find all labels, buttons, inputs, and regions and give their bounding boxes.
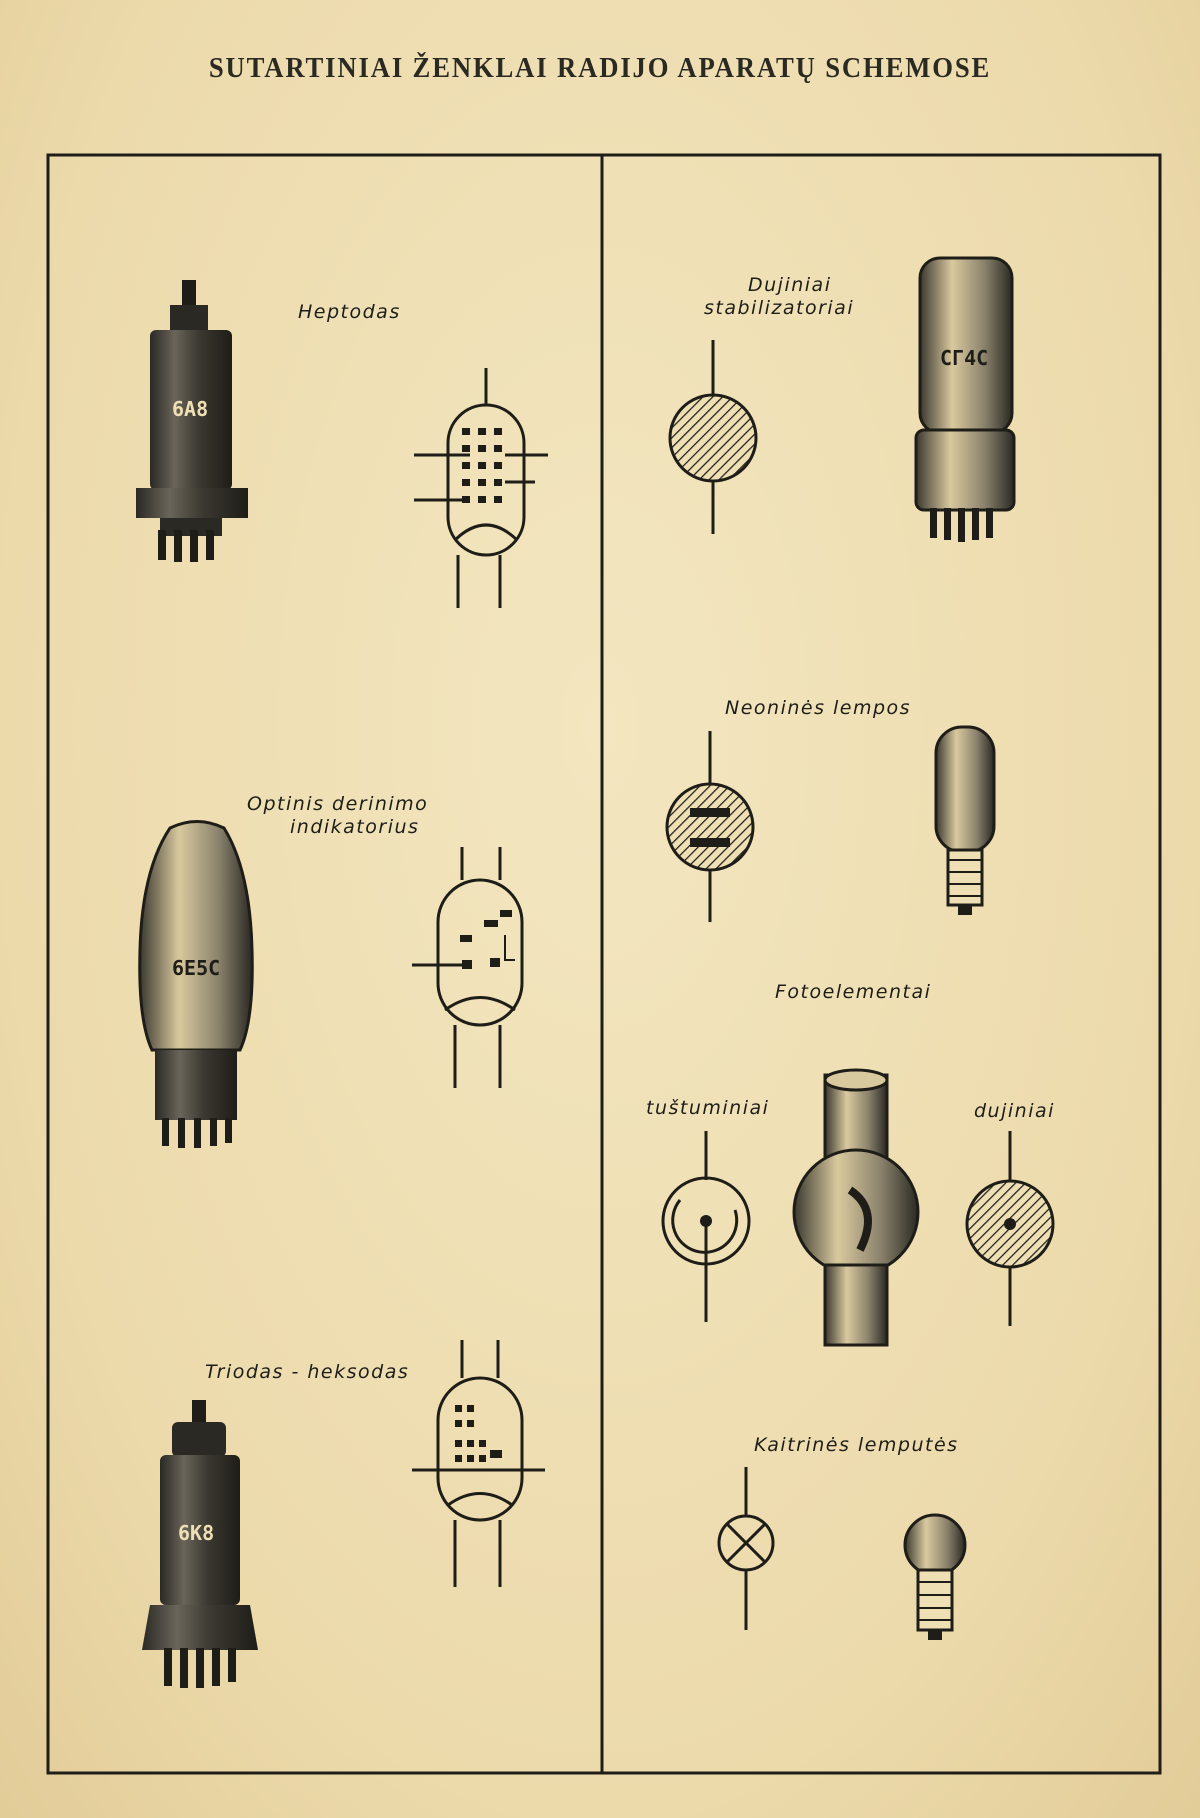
heptode-tube-image: 6A8 bbox=[136, 280, 248, 562]
photocells-label: Fotoelementai bbox=[775, 981, 931, 1003]
tuning-indicator-section: Optinis derinimo indikatorius 6E5C bbox=[138, 793, 524, 1148]
neon-lamp-image bbox=[934, 725, 996, 915]
neon-lamps-section: Neoninės lempos bbox=[665, 697, 996, 922]
tuning-indicator-tube-image: 6E5C bbox=[138, 820, 254, 1148]
triode-hexode-symbol bbox=[412, 1340, 545, 1587]
heptode-section: Heptodas 6A8 bbox=[136, 280, 548, 608]
gas-stabilizers-label-line2: stabilizatoriai bbox=[704, 297, 854, 319]
triode-hexode-tube-image: 6K8 bbox=[142, 1400, 258, 1688]
tuning-indicator-tube-marking: 6E5C bbox=[172, 956, 220, 980]
heptode-tube-marking: 6A8 bbox=[172, 397, 208, 421]
triode-hexode-section: Triodas - heksodas 6K8 bbox=[142, 1340, 545, 1688]
tuning-indicator-symbol bbox=[412, 847, 524, 1088]
incandescent-bulbs-section: Kaitrinės lemputės bbox=[717, 1434, 967, 1640]
triode-hexode-label: Triodas - heksodas bbox=[205, 1361, 409, 1383]
incandescent-bulb-image bbox=[903, 1513, 967, 1640]
page-title: SUTARTINIAI ŽENKLAI RADIJO APARATŲ SCHEM… bbox=[208, 52, 992, 84]
neon-lamp-symbol bbox=[665, 731, 755, 922]
neon-lamps-label: Neoninės lempos bbox=[725, 697, 911, 719]
gas-stabilizer-tube-marking: СГ4С bbox=[940, 346, 988, 370]
gas-stabilizer-tube-image: СГ4С bbox=[914, 256, 1016, 542]
incandescent-bulbs-label: Kaitrinės lemputės bbox=[754, 1434, 959, 1456]
gas-stabilizers-label-line1: Dujiniai bbox=[748, 274, 831, 296]
gas-stabilizer-symbol bbox=[668, 340, 758, 534]
heptode-label: Heptodas bbox=[298, 301, 401, 323]
gas-stabilizers-section: Dujiniai stabilizatoriai СГ4С bbox=[668, 256, 1016, 542]
photocell-image bbox=[792, 1068, 920, 1347]
vacuum-photocell-label: tuštuminiai bbox=[646, 1097, 769, 1119]
triode-hexode-tube-marking: 6K8 bbox=[178, 1521, 214, 1545]
tuning-indicator-label-line2: indikatorius bbox=[290, 816, 419, 838]
tuning-indicator-label-line1: Optinis derinimo bbox=[247, 793, 428, 815]
gas-photocell-label: dujiniai bbox=[974, 1100, 1055, 1122]
photocells-section: Fotoelementai tuštuminiai dujiniai bbox=[646, 981, 1055, 1347]
incandescent-bulb-symbol bbox=[717, 1467, 775, 1630]
heptode-symbol bbox=[414, 368, 548, 608]
gas-photocell-symbol bbox=[965, 1131, 1055, 1326]
table-frame bbox=[46, 153, 1162, 1775]
vacuum-photocell-symbol bbox=[661, 1131, 751, 1322]
